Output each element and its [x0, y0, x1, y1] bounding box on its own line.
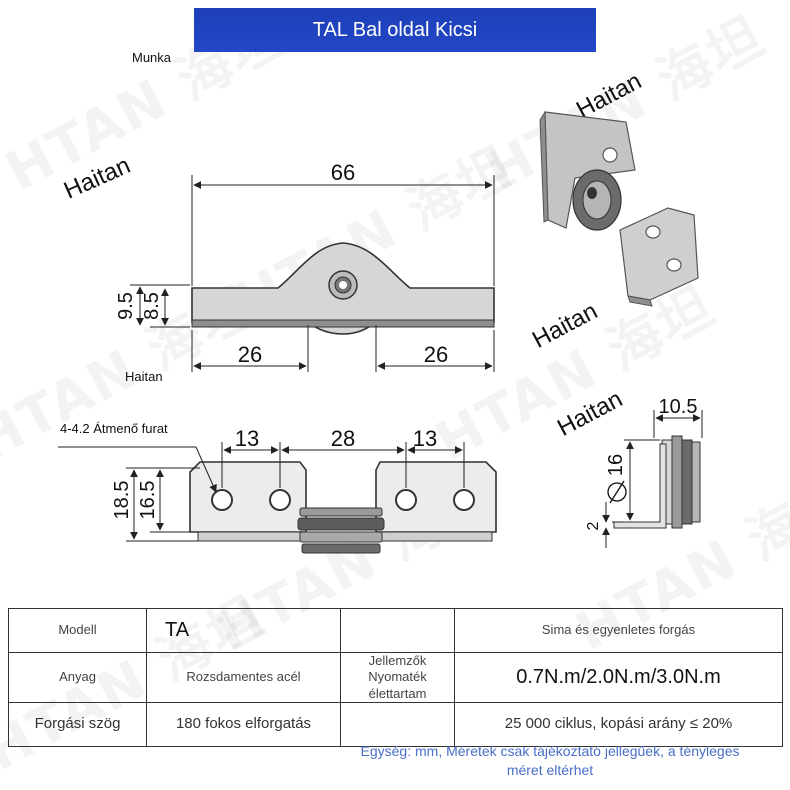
dim-center-spacing: 28	[331, 426, 355, 451]
spec-table: Modell TA Sima és egyenletes forgás Anya…	[8, 608, 783, 747]
top-view-plates	[189, 461, 497, 554]
table-row: Forgási szög 180 fokos elforgatás 25 000…	[8, 701, 783, 747]
rotation-value: 180 fokos elforgatás	[146, 701, 341, 747]
table-row: Anyag Rozsdamentes acél Jellemzők Nyomat…	[8, 652, 783, 703]
table-row: Modell TA Sima és egyenletes forgás	[8, 608, 783, 653]
diameter-symbol	[607, 482, 627, 502]
features-lifespan-label: Jellemzők Nyomaték élettartam	[340, 652, 455, 703]
dim-side-width: 10.5	[659, 396, 698, 418]
dim-thickness: 2	[585, 521, 602, 530]
dim-hole-spacing-right: 13	[413, 426, 437, 451]
dim-leaf-height: 8.5	[141, 292, 163, 320]
hinge-3d-render	[539, 110, 699, 307]
material-value: Rozsdamentes acél	[146, 652, 341, 703]
dim-overall-width: 66	[331, 160, 355, 185]
dim-left-leaf: 26	[238, 342, 262, 367]
torque-value: 0.7N.m/2.0N.m/3.0N.m	[454, 652, 783, 703]
end-view	[613, 435, 701, 529]
hole-note: 4-4.2 Átmenő furat	[60, 421, 168, 436]
features-label: Sima és egyenletes forgás	[454, 608, 783, 653]
rotation-label: Forgási szög	[8, 701, 147, 747]
dim-hole-spacing-left: 13	[235, 426, 259, 451]
side-view-profile	[191, 242, 495, 335]
page-title: TAL Bal oldal Kicsi	[194, 8, 596, 52]
dim-plate-height-outer: 18.5	[111, 481, 133, 520]
dim-right-leaf: 26	[424, 342, 448, 367]
material-label: Anyag	[8, 652, 147, 703]
munka-label: Munka	[132, 50, 172, 65]
dim-plate-height-inner: 16.5	[137, 481, 159, 520]
empty-cell	[340, 608, 455, 653]
model-label: Modell	[8, 608, 147, 653]
haitan-small-label: Haitan	[125, 369, 163, 384]
model-value: TA	[146, 608, 341, 653]
dim-total-height: 9.5	[115, 292, 137, 320]
lifespan-value: 25 000 ciklus, kopási arány ≤ 20%	[454, 701, 783, 747]
dim-diameter: 16	[605, 454, 627, 476]
empty-cell	[340, 701, 455, 747]
footnote: Egység: mm, Méretek csak tájékoztató jel…	[360, 743, 740, 778]
technical-drawing: 66 9.5 8.5 26 26	[58, 110, 703, 554]
